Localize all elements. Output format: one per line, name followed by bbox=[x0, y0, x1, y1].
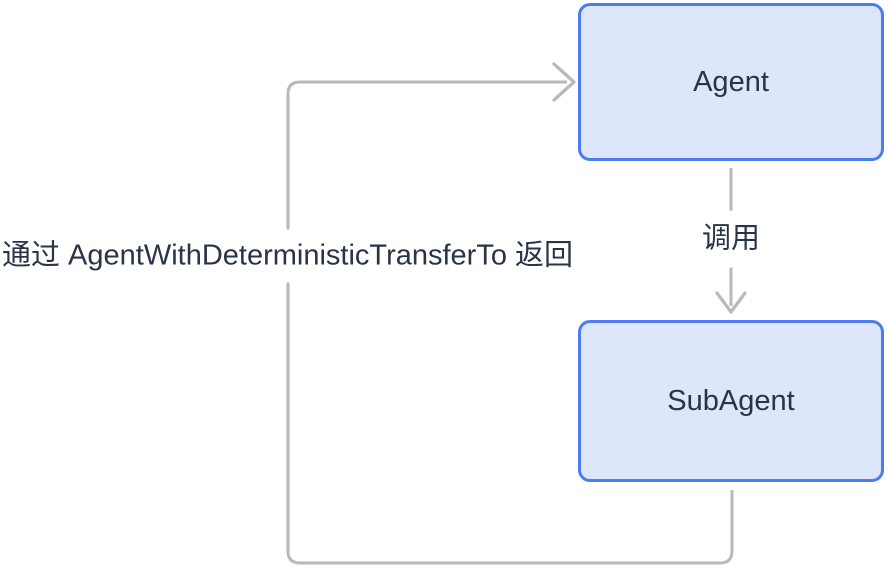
edge-label-call: 调用 bbox=[689, 210, 773, 268]
node-subagent-label: SubAgent bbox=[667, 384, 795, 417]
return-edge-line bbox=[286, 80, 734, 565]
edge-label-return: 通过 AgentWithDeterministicTransferTo 返回 bbox=[2, 229, 580, 283]
node-agent-label: Agent bbox=[693, 65, 769, 98]
arrowhead-into-agent-icon bbox=[552, 62, 576, 102]
node-subagent: SubAgent bbox=[578, 320, 884, 482]
node-agent: Agent bbox=[578, 3, 884, 161]
arrowhead-into-subagent-icon bbox=[715, 291, 747, 314]
